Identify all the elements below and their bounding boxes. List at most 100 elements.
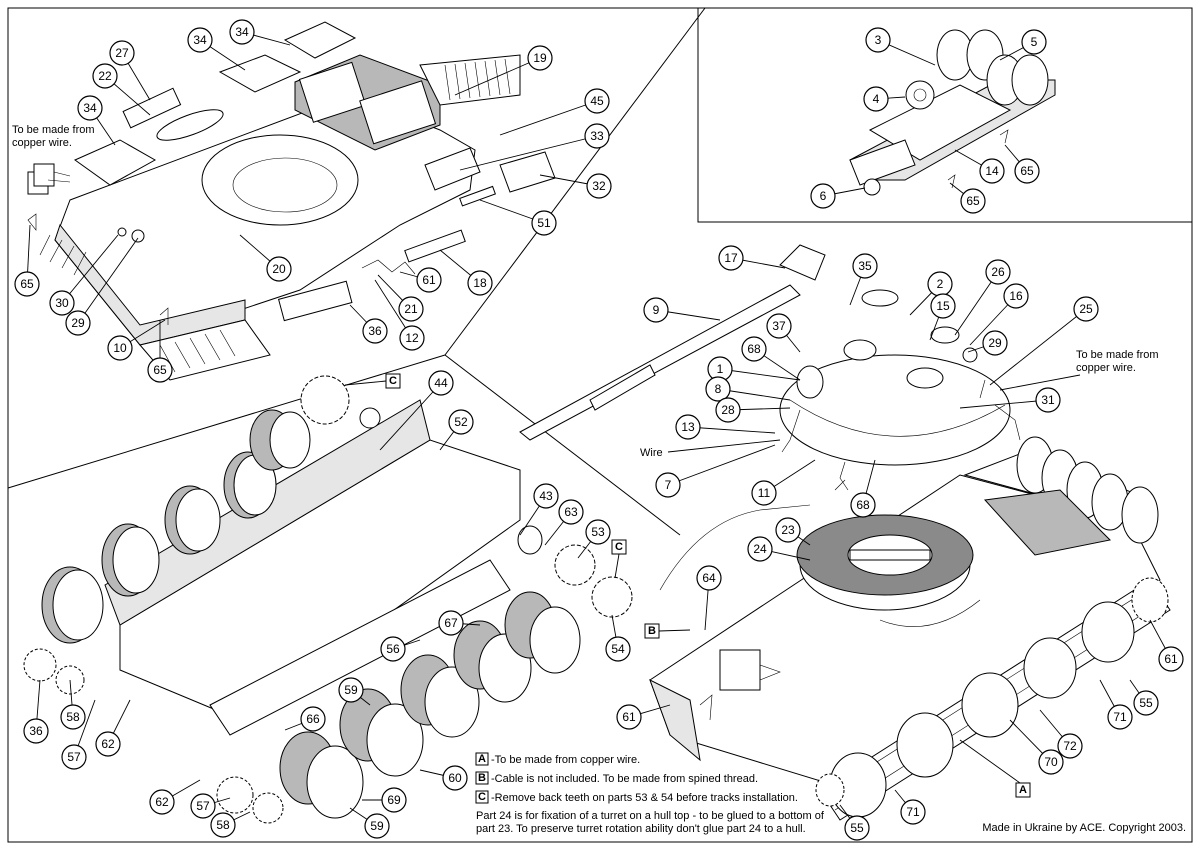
part-callout-61: 61 xyxy=(416,267,442,293)
part-callout-8: 8 xyxy=(705,376,731,402)
part-callout-57: 57 xyxy=(61,744,87,770)
callout-number: 61 xyxy=(622,710,636,724)
callout-number: 30 xyxy=(55,296,69,310)
callout-number: 33 xyxy=(590,129,604,143)
running-gear-diagram xyxy=(23,375,633,824)
callout-circle xyxy=(109,40,135,66)
callout-leader xyxy=(454,57,541,96)
legend-key-c: C xyxy=(478,791,486,803)
part-callout-72: 72 xyxy=(1057,733,1083,759)
hull-wire-note-line1: To be made from xyxy=(12,124,95,136)
callout-number: 68 xyxy=(747,342,761,356)
callout-number: 35 xyxy=(858,259,872,273)
callout-number: 71 xyxy=(906,805,920,819)
part-callout-55: 55 xyxy=(1133,690,1159,716)
callout-number: 57 xyxy=(67,750,81,764)
part-callout-58: 58 xyxy=(210,812,236,838)
callout-number: 15 xyxy=(936,299,950,313)
callout-number: 64 xyxy=(702,571,716,585)
part-callout-67: 67 xyxy=(438,610,464,636)
part-callout-61: 61 xyxy=(616,704,642,730)
tank-road-wheels xyxy=(815,577,1169,818)
part24-note-line1: Part 24 is for fixation of a turret on a… xyxy=(476,810,825,822)
callout-circle xyxy=(381,787,407,813)
box-label-a-text: A xyxy=(1019,784,1027,796)
callout-number: 16 xyxy=(1009,289,1023,303)
callout-number: 34 xyxy=(235,25,249,39)
legend: A -To be made from copper wire. B -Cable… xyxy=(475,752,825,835)
callout-number: 65 xyxy=(153,363,167,377)
callout-circle xyxy=(416,267,442,293)
wire-label-text: Wire xyxy=(640,447,663,459)
legend-text-b: -Cable is not included. To be made from … xyxy=(491,773,758,785)
legend-key-b: B xyxy=(478,772,486,784)
part-callout-59: 59 xyxy=(338,677,364,703)
callout-circle xyxy=(766,313,792,339)
part-callout-29: 29 xyxy=(982,330,1008,356)
callout-number: 71 xyxy=(1113,710,1127,724)
part-callout-45: 45 xyxy=(584,88,610,114)
callout-leader xyxy=(61,234,119,304)
callout-number: 14 xyxy=(985,164,999,178)
callout-circle xyxy=(1035,387,1061,413)
callout-circle xyxy=(61,744,87,770)
callout-number: 58 xyxy=(216,818,230,832)
callout-circle xyxy=(95,731,121,757)
callout-circle xyxy=(1158,646,1184,672)
callout-circle xyxy=(900,799,926,825)
part-callout-21: 21 xyxy=(398,296,424,322)
callout-number: 36 xyxy=(368,324,382,338)
callout-number: 57 xyxy=(196,799,210,813)
turret-diagram xyxy=(519,244,1021,491)
callout-circle xyxy=(190,793,216,819)
callout-circle xyxy=(23,718,49,744)
callout-leader xyxy=(379,382,442,451)
callout-number: 65 xyxy=(966,194,980,208)
callout-number: 24 xyxy=(753,542,767,556)
callout-circle xyxy=(844,815,870,841)
part-callout-30: 30 xyxy=(49,290,75,316)
callout-circle xyxy=(14,271,40,297)
callout-number: 19 xyxy=(533,51,547,65)
callout-number: 62 xyxy=(155,795,169,809)
callout-number: 29 xyxy=(988,336,1002,350)
callout-circle xyxy=(187,27,213,53)
part-callout-35: 35 xyxy=(852,253,878,279)
callout-circle xyxy=(448,409,474,435)
callout-circle xyxy=(605,636,631,662)
callout-number: 65 xyxy=(20,277,34,291)
part-callout-58: 58 xyxy=(60,704,86,730)
callout-number: 25 xyxy=(1079,302,1093,316)
callout-circle xyxy=(960,188,986,214)
part-callout-44: 44 xyxy=(428,370,454,396)
part-callout-29: 29 xyxy=(65,310,91,336)
legend-key-a: A xyxy=(478,753,486,765)
callout-circle xyxy=(775,517,801,543)
callout-circle xyxy=(338,677,364,703)
legend-text-c: -Remove back teeth on parts 53 & 54 befo… xyxy=(491,792,798,804)
part-callout-5: 5 xyxy=(1021,29,1047,55)
wire-label: Wire xyxy=(640,439,781,459)
part-callout-20: 20 xyxy=(266,256,292,282)
part-callout-14: 14 xyxy=(979,158,1005,184)
callout-number: 28 xyxy=(721,403,735,417)
callout-number: 2 xyxy=(937,277,944,291)
callout-number: 20 xyxy=(272,262,286,276)
part-callout-22: 22 xyxy=(92,63,118,89)
part-callout-69: 69 xyxy=(381,787,407,813)
callout-circle xyxy=(705,376,731,402)
part-callout-36: 36 xyxy=(362,318,388,344)
part-callout-59: 59 xyxy=(364,813,390,839)
callout-circle xyxy=(1107,704,1133,730)
callout-number: 7 xyxy=(665,478,672,492)
callout-circle xyxy=(49,290,75,316)
callout-number: 70 xyxy=(1044,755,1058,769)
part-callout-65: 65 xyxy=(960,188,986,214)
part-callout-66: 66 xyxy=(300,706,326,732)
part-callout-3: 3 xyxy=(865,27,891,53)
part-callout-31: 31 xyxy=(1035,387,1061,413)
callout-number: 43 xyxy=(539,489,553,503)
